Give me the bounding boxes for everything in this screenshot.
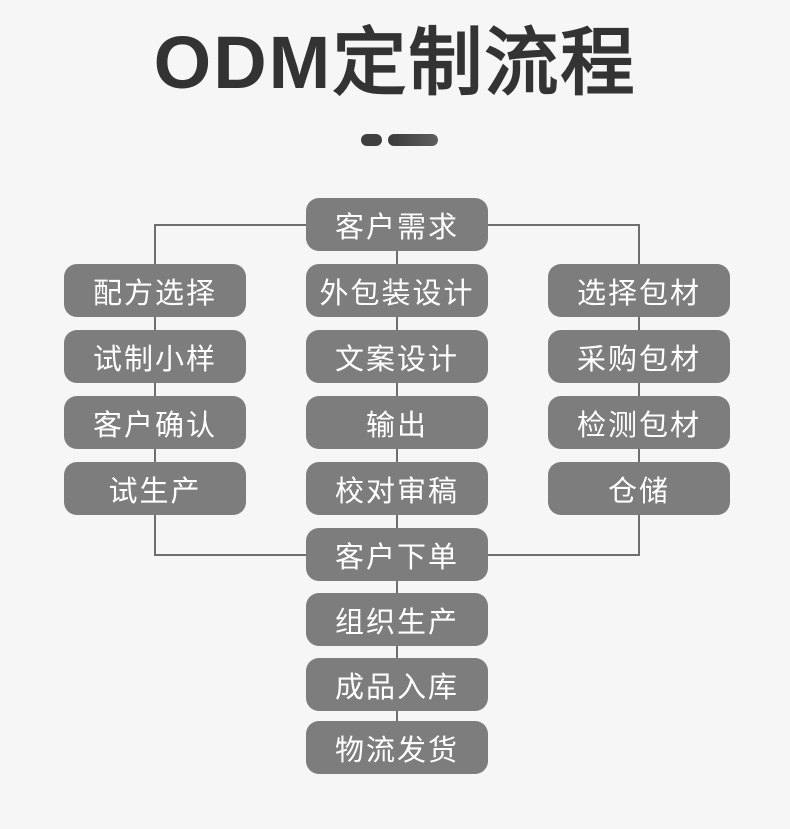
flow-node-customer-requirements: 客户需求: [306, 198, 488, 251]
flow-node-customer-order: 客户下单: [306, 528, 488, 581]
connector-line: [396, 449, 398, 462]
connector-line: [396, 251, 398, 264]
connector-line: [638, 317, 640, 330]
flow-node-inspect-packaging: 检测包材: [548, 396, 730, 449]
flow-node-formula-selection: 配方选择: [64, 264, 246, 317]
connector-line: [154, 224, 156, 264]
divider-bar-icon: [388, 134, 438, 146]
flow-node-warehousing: 仓储: [548, 462, 730, 515]
flow-node-copy-design: 文案设计: [306, 330, 488, 383]
connector-line: [396, 581, 398, 593]
flow-node-organize-production: 组织生产: [306, 593, 488, 646]
flow-node-proofreading: 校对审稿: [306, 462, 488, 515]
flow-node-select-packaging: 选择包材: [548, 264, 730, 317]
divider-dot-icon: [361, 134, 382, 146]
flow-node-finished-goods-storage: 成品入库: [306, 658, 488, 711]
connector-line: [487, 224, 639, 226]
flow-node-customer-confirmation: 客户确认: [64, 396, 246, 449]
connector-line: [154, 224, 307, 226]
page-title: ODM定制流程: [153, 21, 637, 104]
flow-node-logistics-shipping: 物流发货: [306, 721, 488, 774]
connector-line: [396, 515, 398, 528]
connector-line: [396, 383, 398, 396]
flow-node-trial-production: 试生产: [64, 462, 246, 515]
connector-line: [154, 554, 307, 556]
connector-line: [638, 383, 640, 396]
connector-line: [154, 317, 156, 330]
flow-node-trial-sample: 试制小样: [64, 330, 246, 383]
connector-line: [396, 317, 398, 330]
title-divider: [361, 134, 438, 146]
connector-line: [154, 515, 156, 556]
flow-node-packaging-design: 外包装设计: [306, 264, 488, 317]
connector-line: [638, 515, 640, 556]
connector-line: [154, 383, 156, 396]
flow-node-purchase-packaging: 采购包材: [548, 330, 730, 383]
connector-line: [638, 224, 640, 264]
connector-line: [396, 646, 398, 658]
flow-node-output: 输出: [306, 396, 488, 449]
connector-line: [154, 449, 156, 462]
connector-line: [396, 711, 398, 721]
connector-line: [487, 554, 639, 556]
connector-line: [638, 449, 640, 462]
